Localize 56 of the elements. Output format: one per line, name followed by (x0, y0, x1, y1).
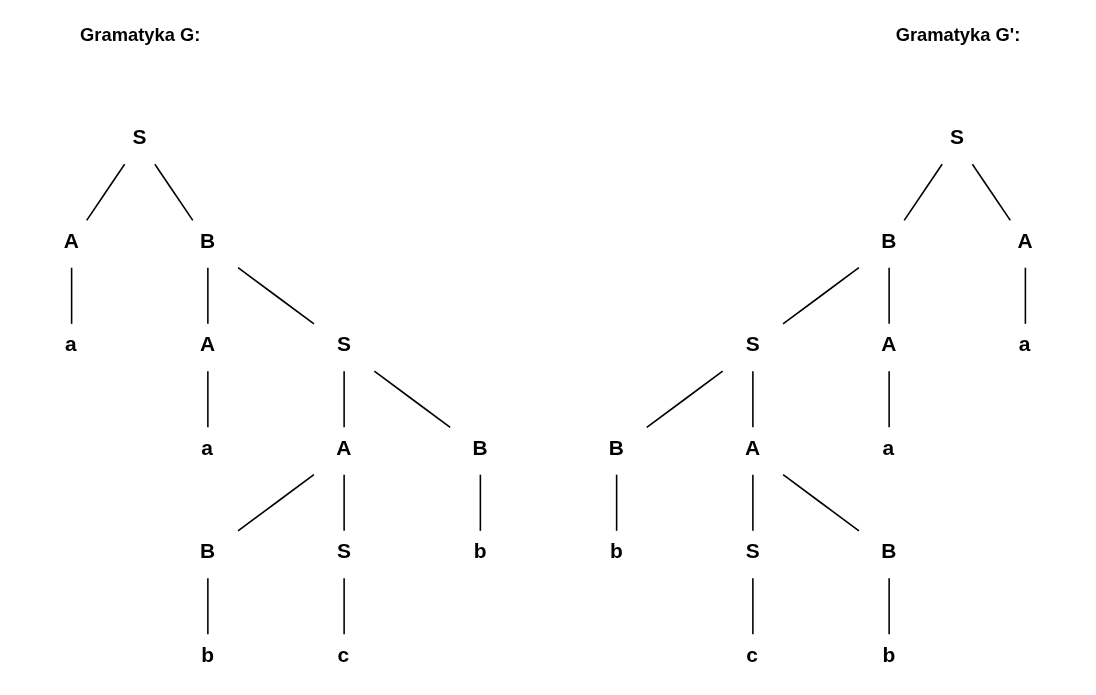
connector (781, 266, 860, 325)
node-text: A (199, 332, 215, 356)
node-text: b (882, 642, 895, 666)
node-text: S (949, 125, 964, 149)
node-text: S (336, 332, 351, 356)
connector (342, 577, 345, 636)
connector (342, 370, 345, 429)
node-text: a (882, 435, 894, 459)
connector (236, 266, 315, 325)
label: Gramatyka G: (79, 23, 200, 45)
connector (1024, 266, 1026, 325)
node-text: c (337, 642, 349, 666)
node-text: A (880, 332, 896, 356)
node-text: S (336, 539, 351, 563)
node-text: B (199, 539, 215, 563)
node-text: S (132, 125, 147, 149)
node-text: B (472, 435, 488, 459)
node-text: A (335, 435, 351, 459)
node-text: B (608, 435, 624, 459)
connector (887, 266, 890, 325)
connector (751, 370, 754, 429)
connector (342, 473, 345, 532)
connector (206, 577, 209, 636)
connector (206, 266, 209, 325)
label: Gramatyka G': (895, 23, 1020, 45)
node-text: a (64, 332, 77, 356)
node-text: B (199, 228, 215, 252)
node-text: A (1017, 228, 1033, 252)
connector (887, 577, 890, 636)
connector (645, 370, 723, 429)
node-text: b (609, 539, 623, 563)
connector (887, 370, 890, 429)
node-text: b (473, 539, 487, 563)
node-text: a (200, 435, 213, 459)
connector (751, 577, 754, 636)
connector (751, 473, 754, 532)
node-text: A (744, 435, 760, 459)
connector (373, 370, 451, 429)
connector (971, 163, 1011, 222)
node-text: a (1018, 332, 1030, 356)
connector (479, 473, 481, 532)
connector (902, 163, 943, 222)
node-text: S (745, 539, 760, 563)
node-text: B (880, 228, 896, 252)
connector (153, 163, 194, 222)
connector (781, 473, 860, 532)
node-text: S (745, 332, 760, 356)
connector (236, 473, 315, 532)
connector (615, 473, 617, 532)
node-text: b (200, 642, 214, 666)
connector (70, 266, 72, 325)
connector (206, 370, 209, 429)
node-text: c (745, 642, 758, 666)
node-text: B (880, 539, 896, 563)
connector (85, 163, 125, 222)
node-text: A (63, 228, 79, 252)
